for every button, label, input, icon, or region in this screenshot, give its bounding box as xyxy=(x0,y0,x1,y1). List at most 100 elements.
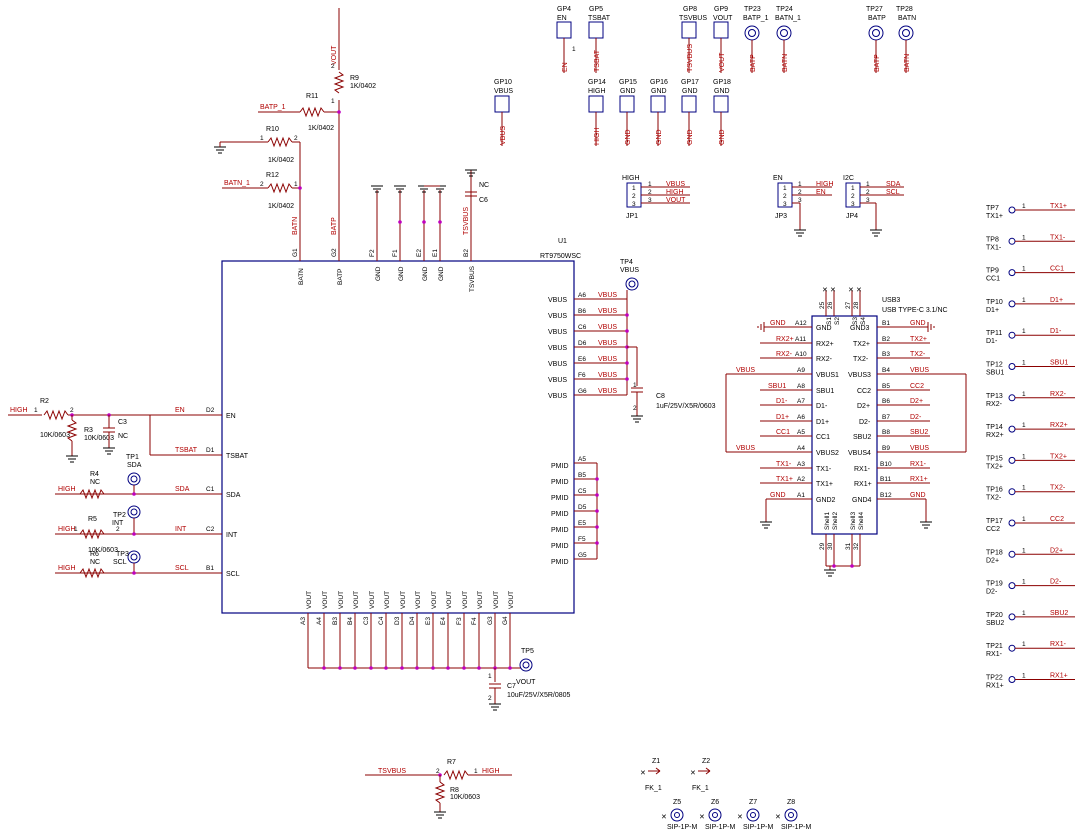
svg-text:TX2+: TX2+ xyxy=(853,341,870,348)
svg-text:B4: B4 xyxy=(347,617,354,625)
en-tsbat-network: HIGH 1 2 R2 10K/0603 R3 10K/0603 C3 NC xyxy=(8,398,151,463)
svg-text:A10: A10 xyxy=(795,351,807,358)
svg-text:D2+: D2+ xyxy=(1050,547,1063,554)
svg-text:E4: E4 xyxy=(440,617,447,625)
svg-text:BATP: BATP xyxy=(750,54,757,72)
svg-text:VBUS: VBUS xyxy=(598,388,617,395)
svg-text:TX1+: TX1+ xyxy=(1050,203,1067,210)
svg-text:A4: A4 xyxy=(316,617,323,625)
svg-text:VOUT: VOUT xyxy=(415,591,422,609)
sip-mount: Z8✕SIP-1P-M xyxy=(775,799,812,831)
svg-text:1: 1 xyxy=(74,526,78,533)
svg-text:1: 1 xyxy=(851,185,855,192)
svg-text:HIGH: HIGH xyxy=(816,181,834,188)
svg-text:RX2-: RX2- xyxy=(816,356,833,363)
svg-text:✕: ✕ xyxy=(661,814,667,821)
svg-text:TP28: TP28 xyxy=(896,6,913,13)
svg-text:E6: E6 xyxy=(578,356,586,363)
svg-text:A1: A1 xyxy=(797,492,805,499)
svg-text:VBUS1: VBUS1 xyxy=(816,372,839,379)
svg-text:S1: S1 xyxy=(826,317,833,325)
u1-pmid-pins: PMID A5 PMID B5 PMID C5 PMID D5 PMID E5 … xyxy=(551,456,599,566)
svg-text:D4: D4 xyxy=(409,616,416,625)
svg-text:TSVBUS: TSVBUS xyxy=(687,44,694,72)
svg-text:1: 1 xyxy=(1022,234,1026,241)
svg-text:BATN: BATN xyxy=(298,268,305,285)
svg-text:2: 2 xyxy=(294,135,298,142)
svg-text:Shell3: Shell3 xyxy=(850,512,857,530)
svg-text:TP10: TP10 xyxy=(986,299,1003,306)
svg-text:2: 2 xyxy=(866,189,870,196)
svg-text:GP10: GP10 xyxy=(494,79,512,86)
svg-text:VBUS: VBUS xyxy=(598,324,617,331)
svg-text:RX2+: RX2+ xyxy=(986,432,1004,439)
svg-text:BATP: BATP xyxy=(868,15,886,22)
svg-text:RX1+: RX1+ xyxy=(1050,673,1068,680)
svg-text:SDA: SDA xyxy=(226,492,241,499)
svg-text:B2: B2 xyxy=(882,336,890,343)
svg-text:GND: GND xyxy=(770,320,786,327)
svg-text:RX2+: RX2+ xyxy=(1050,422,1068,429)
svg-text:TP18: TP18 xyxy=(986,549,1003,556)
svg-text:VBUS: VBUS xyxy=(736,445,755,452)
svg-text:TX1+: TX1+ xyxy=(776,476,793,483)
svg-text:SCL: SCL xyxy=(886,189,900,196)
svg-text:Z8: Z8 xyxy=(787,799,795,806)
svg-text:TSBAT: TSBAT xyxy=(226,453,249,460)
svg-text:✕: ✕ xyxy=(699,814,705,821)
svg-text:TP19: TP19 xyxy=(986,581,1003,588)
svg-text:CC2: CC2 xyxy=(910,383,924,390)
svg-text:D1-: D1- xyxy=(776,398,788,405)
svg-text:A7: A7 xyxy=(797,398,805,405)
svg-text:GND: GND xyxy=(656,129,663,145)
svg-text:1: 1 xyxy=(34,407,38,414)
svg-text:VBUS: VBUS xyxy=(500,126,507,145)
svg-text:1K/0402: 1K/0402 xyxy=(268,157,294,164)
svg-text:VBUS: VBUS xyxy=(598,340,617,347)
svg-text:GND3: GND3 xyxy=(850,325,870,332)
svg-text:1: 1 xyxy=(294,181,298,188)
svg-text:SDA: SDA xyxy=(175,486,190,493)
svg-text:1: 1 xyxy=(783,185,787,192)
svg-text:✕: ✕ xyxy=(640,770,646,777)
svg-text:SIP-1P-M: SIP-1P-M xyxy=(667,824,698,831)
svg-text:RX1-: RX1- xyxy=(1050,641,1067,648)
svg-text:1: 1 xyxy=(331,98,335,105)
svg-text:VBUS: VBUS xyxy=(666,181,685,188)
svg-text:D1+: D1+ xyxy=(776,414,789,421)
svg-text:BATN_1: BATN_1 xyxy=(224,180,250,187)
svg-text:NC: NC xyxy=(90,559,100,566)
svg-text:31: 31 xyxy=(845,542,852,550)
svg-text:TP13: TP13 xyxy=(986,393,1003,400)
svg-text:TP8: TP8 xyxy=(986,236,999,243)
svg-text:TX1+: TX1+ xyxy=(816,481,833,488)
svg-text:BATN_1: BATN_1 xyxy=(775,15,801,22)
svg-text:A3: A3 xyxy=(797,461,805,468)
svg-text:1K/0402: 1K/0402 xyxy=(350,83,376,90)
svg-text:VOUT: VOUT xyxy=(462,591,469,609)
svg-text:SBU1: SBU1 xyxy=(768,383,786,390)
usb3-part: USB TYPE-C 3.1/NC xyxy=(882,307,948,314)
svg-text:SDA: SDA xyxy=(886,181,901,188)
svg-text:TP21: TP21 xyxy=(986,643,1003,650)
svg-text:B7: B7 xyxy=(882,414,890,421)
svg-text:✕: ✕ xyxy=(690,770,696,777)
sip-mount: Z5✕SIP-1P-M xyxy=(661,799,698,831)
svg-text:BATP: BATP xyxy=(331,217,338,235)
svg-text:1: 1 xyxy=(572,46,576,53)
svg-text:R7: R7 xyxy=(447,759,456,766)
svg-text:GP17: GP17 xyxy=(681,79,699,86)
svg-text:TX2-: TX2- xyxy=(986,495,1002,502)
svg-text:SBU2: SBU2 xyxy=(910,429,928,436)
svg-text:3: 3 xyxy=(783,201,787,208)
svg-text:TP3: TP3 xyxy=(116,551,129,558)
svg-text:R4: R4 xyxy=(90,471,99,478)
svg-text:HIGH: HIGH xyxy=(58,565,76,572)
svg-text:Shell4: Shell4 xyxy=(858,512,865,530)
svg-text:G6: G6 xyxy=(578,388,587,395)
svg-text:D2-: D2- xyxy=(910,414,922,421)
svg-text:PMID: PMID xyxy=(551,479,569,486)
